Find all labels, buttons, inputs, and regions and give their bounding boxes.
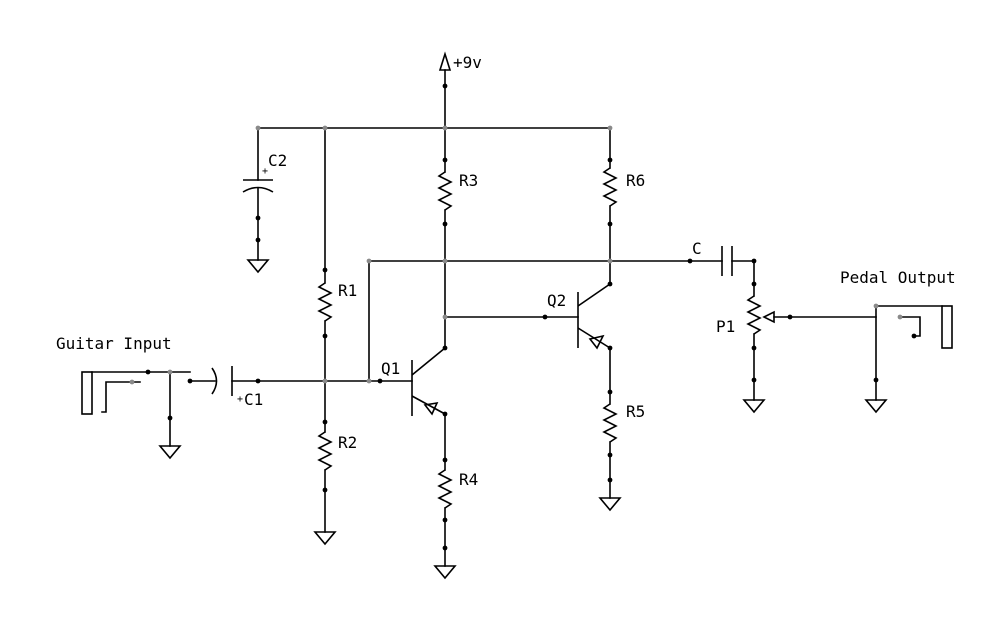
p1-label: P1 [716,317,735,336]
pedal-output-label: Pedal Output [840,268,956,287]
supply-symbol: +9v [438,51,482,129]
c1-polarity: + [237,394,243,405]
resistor-r5: R5 [602,402,645,443]
r4-label: R4 [459,470,478,489]
input-jack: Guitar Input [56,334,191,447]
ground-c2 [246,259,270,274]
transistor-q1: Q1 [381,347,446,416]
resistor-r6: R6 [602,167,645,207]
capacitor-c2: + C2 [242,127,287,261]
c1-label: C1 [244,390,263,409]
output-jack: Pedal Output [840,268,956,401]
r2-label: R2 [338,433,357,452]
r6-label: R6 [626,171,645,190]
c-out-label: C [692,239,702,258]
c2-polarity: + [262,166,268,177]
transistor-q2: Q2 [547,283,611,350]
r3-label: R3 [459,171,478,190]
potentiometer-p1: P1 [716,295,877,336]
guitar-input-label: Guitar Input [56,334,172,353]
r1-label: R1 [338,281,357,300]
resistor-r2: R2 [317,431,357,471]
supply-label: +9v [453,53,482,72]
ground-r5 [598,497,622,512]
resistor-r1: R1 [317,281,357,322]
ground-r2 [313,531,337,546]
junction-dots [129,83,917,551]
q1-label: Q1 [381,359,400,378]
ground-output [864,399,888,414]
resistor-r3: R3 [437,171,478,211]
resistor-r4: R4 [437,469,478,509]
capacitor-c-out: C [689,239,755,276]
c2-label: C2 [268,151,287,170]
q2-label: Q2 [547,291,566,310]
capacitor-c1: + C1 [189,366,326,409]
r5-label: R5 [626,402,645,421]
ground-r4 [433,565,457,580]
ground-p1 [742,399,766,414]
ground-input [158,445,182,460]
